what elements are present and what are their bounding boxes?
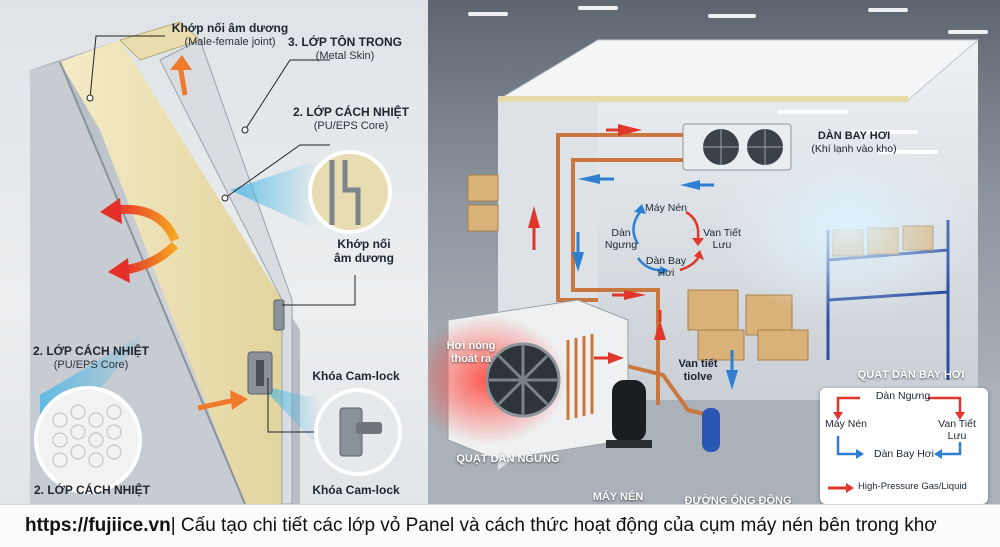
heat-arrow-lock [197, 397, 236, 411]
cycle-condenser-l2: Ngưng [604, 239, 638, 252]
legend-entry: High-Pressure Gas/Liquid [858, 481, 986, 493]
legend-valve: Van Tiết Lưu [928, 418, 986, 442]
caption-bar: https://fujiice.vn | Cấu tạo chi tiết cá… [0, 504, 1000, 547]
label-camlock-title: Khóa Cam-lock [312, 369, 400, 383]
label-pipe-bottom: ĐƯỜNG ỐNG ĐỒNG [683, 495, 793, 504]
label-core-left-title: 2. LỚP CÁCH NHIỆT [32, 344, 150, 358]
cold-airflow [718, 140, 978, 320]
label-core-left: 2. LỚP CÁCH NHIỆT (PU/EPS Core) [16, 344, 166, 371]
label-evap-fan-text: QUẠT DÀN BAY HƠI [857, 369, 965, 381]
cycle-condenser-l1: Dàn [611, 227, 631, 239]
heat-arrow-mid [114, 204, 180, 242]
legend-compressor: Máy Nén [818, 418, 874, 430]
heat-arrow-low [124, 241, 179, 275]
legend-valve-l1: Van Tiết [938, 418, 976, 430]
label-cond-fan-text: QUẠT DÀN NGƯNG [456, 453, 560, 465]
foam-core [60, 40, 282, 504]
caption-text: | Cấu tạo chi tiết các lớp vỏ Panel và c… [170, 515, 937, 536]
label-core-bottom: 2. LỚP CÁCH NHIỆT [12, 483, 172, 498]
label-valve: Van tiết tiolve [668, 358, 728, 383]
label-metal-skin-sub: (Metal Skin) [315, 49, 375, 62]
infographic: Khớp nối âm dương (Male-female joint) 3.… [0, 0, 1000, 504]
compressor [612, 380, 646, 442]
label-evaporator-title: DÀN BAY HƠI [817, 130, 891, 142]
label-hot-air: Hơi nóng thoát ra [436, 340, 506, 365]
cycle-compressor: Máy Nén [636, 202, 696, 214]
label-cond-fan: QUẠT DÀN NGƯNG [448, 453, 568, 466]
label-hot-air-l1: Hơi nóng [446, 340, 496, 352]
label-joint: Khớp nối âm dương (Male-female joint) [150, 21, 310, 48]
label-compressor-bottom: MÁY NÉN [588, 491, 648, 504]
beam-lock [260, 385, 322, 450]
label-camlock-bottom-title: Khóa Cam-lock [312, 483, 400, 497]
label-valve-l2: tiolve [683, 370, 713, 383]
cycle-evaporator: Dàn Bay Hơi [636, 255, 696, 279]
label-core-bottom-title: 2. LỚP CÁCH NHIỆT [33, 483, 151, 497]
label-camlock: Khóa Cam-lock [298, 369, 414, 384]
legend-evaporator-text: Dàn Bay Hơi [874, 448, 934, 460]
label-compressor-bottom-text: MÁY NÉN [592, 491, 644, 503]
cold-room-illustration [428, 6, 1000, 504]
cycle-compressor-text: Máy Nén [644, 202, 687, 214]
label-core-left-sub: (PU/EPS Core) [53, 358, 129, 371]
cycle-evaporator-l2: Hơi [657, 267, 675, 280]
legend-cycle-arrows [828, 396, 965, 493]
legend-evaporator: Dàn Bay Hơi [864, 448, 944, 460]
label-joint-zoom-l1: Khớp nối [337, 237, 391, 251]
legend-condenser-text: Dàn Ngưng [875, 390, 931, 402]
panel-illustration [30, 21, 402, 504]
label-metal-skin-title: 3. LỚP TÔN TRONG [287, 35, 403, 49]
legend-entry-text: High-Pressure Gas/Liquid [858, 481, 967, 492]
beam-joint [230, 160, 318, 230]
label-camlock-bottom: Khóa Cam-lock [298, 483, 414, 498]
cycle-valve-l2: Lưu [712, 239, 732, 252]
label-pipe-bottom-text: ĐƯỜNG ỐNG ĐỒNG [684, 495, 792, 504]
zoom-foam [34, 386, 142, 494]
caption-link[interactable]: https://fujiice.vn [25, 515, 171, 536]
label-core-sub: (PU/EPS Core) [313, 119, 389, 132]
label-evaporator-sub: (Khí lạnh vào kho) [811, 142, 897, 155]
label-joint-zoom-l2: âm dương [334, 250, 394, 265]
pipe-hot-gas [602, 358, 709, 417]
label-joint-sub: (Male-female joint) [184, 35, 276, 48]
cycle-evaporator-l1: Dàn Bay [645, 255, 687, 267]
legend-compressor-text: Máy Nén [824, 418, 867, 430]
label-evaporator: DÀN BAY HƠI (Khí lạnh vào kho) [800, 130, 908, 155]
label-metal-skin: 3. LỚP TÔN TRONG (Metal Skin) [282, 35, 408, 62]
legend-valve-l2: Lưu [947, 430, 967, 443]
expansion-valve [702, 408, 720, 452]
legend-condenser: Dàn Ngưng [868, 390, 938, 402]
cycle-valve-l1: Van Tiết [703, 227, 741, 239]
cycle-condenser: Dàn Ngưng [596, 227, 646, 251]
label-core-title: 2. LỚP CÁCH NHIỆT [292, 105, 410, 119]
label-evap-fan: QUẠT DÀN BAY HƠI [836, 369, 986, 382]
legend-box: Dàn Ngưng Máy Nén Van Tiết Lưu Dàn Bay H… [820, 388, 988, 504]
label-valve-l1: Van tiết [678, 358, 718, 370]
label-core: 2. LỚP CÁCH NHIỆT (PU/EPS Core) [288, 105, 414, 132]
label-hot-air-l2: thoát ra [450, 352, 492, 365]
panel-section: Khớp nối âm dương (Male-female joint) 3.… [0, 0, 428, 504]
label-joint-title: Khớp nối âm dương [171, 21, 289, 35]
cycle-valve: Van Tiết Lưu [693, 227, 751, 251]
label-joint-zoom: Khớp nối âm dương [318, 237, 410, 266]
joint-tongue [119, 21, 201, 61]
